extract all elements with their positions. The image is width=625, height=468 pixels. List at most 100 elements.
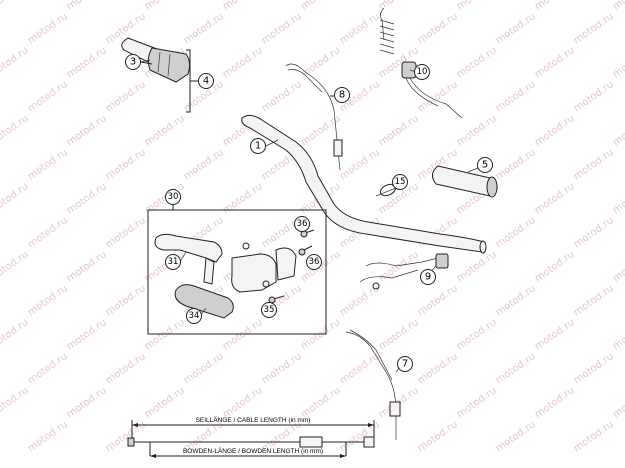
watermark-text: motod.ru <box>104 351 148 386</box>
watermark-text: motod.ru <box>143 0 187 12</box>
watermark-text: motod.ru <box>182 351 226 386</box>
watermark-text: motod.ru <box>494 283 538 318</box>
watermark-text: motod.ru <box>26 11 70 46</box>
watermark-text: motod.ru <box>104 79 148 114</box>
watermark-text: motod.ru <box>338 147 382 182</box>
watermark-text: motod.ru <box>455 385 499 420</box>
watermark-text: motod.ru <box>338 419 382 454</box>
watermark-text: motod.ru <box>416 11 460 46</box>
watermark-text: motod.ru <box>182 147 226 182</box>
watermark-text: motod.ru <box>416 351 460 386</box>
callout-10-label: 10 <box>417 67 428 77</box>
watermark-text: motod.ru <box>533 249 577 284</box>
watermark-text: motod.ru <box>221 181 265 216</box>
watermark-text: motod.ru <box>299 317 343 352</box>
callout-8: 8 <box>334 87 350 103</box>
watermark-text: motod.ru <box>104 147 148 182</box>
callout-36a-label: 36 <box>297 219 308 229</box>
watermark-text: motod.ru <box>182 11 226 46</box>
watermark-text: motod.ru <box>0 249 31 284</box>
watermark-text: motod.ru <box>299 249 343 284</box>
watermark-text: motod.ru <box>572 147 616 182</box>
watermark-text: motod.ru <box>0 45 31 80</box>
watermark-text: motod.ru <box>65 113 109 148</box>
watermark-text: motod.ru <box>65 385 109 420</box>
watermark-text: motod.ru <box>299 385 343 420</box>
watermark-text: motod.ru <box>65 317 109 352</box>
watermark-text: motod.ru <box>494 79 538 114</box>
watermark-text: motod.ru <box>65 249 109 284</box>
callout-30-label: 30 <box>168 192 179 202</box>
callout-4-label: 4 <box>203 76 209 87</box>
watermark-text: motod.ru <box>338 11 382 46</box>
clutch-assembly-box <box>147 209 327 335</box>
watermark-text: motod.ru <box>65 181 109 216</box>
watermark-text: motod.ru <box>338 351 382 386</box>
watermark-text: motod.ru <box>572 79 616 114</box>
watermark-text: motod.ru <box>533 113 577 148</box>
callout-1: 1 <box>250 138 266 154</box>
watermark-text: motod.ru <box>494 147 538 182</box>
watermark-text: motod.ru <box>104 215 148 250</box>
lever-perch-part <box>231 242 297 293</box>
left-grip-part <box>432 165 498 198</box>
callout-31: 31 <box>165 254 181 270</box>
watermark-text: motod.ru <box>494 419 538 454</box>
watermark-text: motod.ru <box>377 249 421 284</box>
callout-9: 9 <box>420 269 436 285</box>
callout-9-label: 9 <box>425 272 431 283</box>
callout-15: 15 <box>392 174 408 190</box>
callout-7-label: 7 <box>402 359 408 370</box>
watermark-text: motod.ru <box>0 113 31 148</box>
watermark-text: motod.ru <box>0 385 31 420</box>
watermark-text: motod.ru <box>0 181 31 216</box>
watermark-text: motod.ru <box>572 419 616 454</box>
watermark-text: motod.ru <box>143 249 187 284</box>
watermark-text: motod.ru <box>143 317 187 352</box>
watermark-text: motod.ru <box>26 79 70 114</box>
watermark-text: motod.ru <box>611 249 625 284</box>
watermark-text: motod.ru <box>572 215 616 250</box>
watermark-text: motod.ru <box>26 283 70 318</box>
callout-5: 5 <box>477 157 493 173</box>
callout-36-top: 36 <box>294 216 310 232</box>
watermark-text: motod.ru <box>611 45 625 80</box>
watermark-text: motod.ru <box>26 147 70 182</box>
clutch-lever-part <box>154 233 223 285</box>
watermark-text: motod.ru <box>65 0 109 12</box>
callout-1-label: 1 <box>255 141 261 152</box>
watermark-text: motod.ru <box>221 385 265 420</box>
watermark-text: motod.ru <box>416 79 460 114</box>
callout-31-label: 31 <box>168 257 179 267</box>
watermark-text: motod.ru <box>455 45 499 80</box>
watermark-text: motod.ru <box>104 283 148 318</box>
callout-5-label: 5 <box>482 160 488 171</box>
callout-35-label: 35 <box>264 305 275 315</box>
callout-36-bottom: 36 <box>306 254 322 270</box>
watermark-text: motod.ru <box>494 11 538 46</box>
watermark-text: motod.ru <box>104 419 148 454</box>
callout-7: 7 <box>397 356 413 372</box>
watermark-text: motod.ru <box>260 79 304 114</box>
watermark-text: motod.ru <box>26 419 70 454</box>
callout-3-label: 3 <box>130 57 136 68</box>
watermark-text: motod.ru <box>26 351 70 386</box>
watermark-text: motod.ru <box>455 113 499 148</box>
watermark-text: motod.ru <box>260 351 304 386</box>
watermark-text: motod.ru <box>455 317 499 352</box>
watermark-text: motod.ru <box>572 11 616 46</box>
watermark-text: motod.ru <box>416 419 460 454</box>
callout-35: 35 <box>261 302 277 318</box>
watermark-text: motod.ru <box>494 351 538 386</box>
callout-34: 34 <box>186 308 202 324</box>
watermark-text: motod.ru <box>377 113 421 148</box>
watermark-text: motod.ru <box>299 0 343 12</box>
watermark-text: motod.ru <box>533 317 577 352</box>
callout-15-label: 15 <box>395 177 406 187</box>
watermark-text: motod.ru <box>611 385 625 420</box>
callout-8-label: 8 <box>339 90 345 101</box>
watermark-text: motod.ru <box>533 385 577 420</box>
watermark-text: motod.ru <box>611 0 625 12</box>
